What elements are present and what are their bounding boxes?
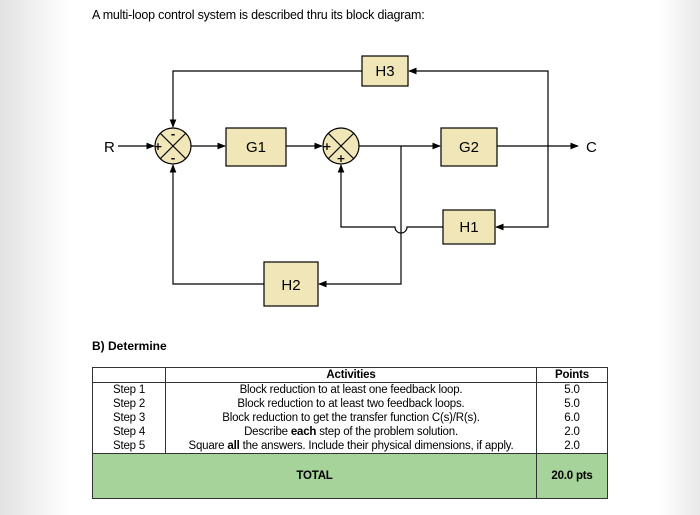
activity-cell: Block reduction to at least two feedback… <box>165 397 537 411</box>
loop-h3 <box>169 67 549 146</box>
summer2-sign-bottom: + <box>336 152 345 165</box>
points-cell: 2.0 <box>536 439 608 454</box>
loop-h1 <box>337 146 549 234</box>
step-cell: Step 4 <box>92 425 166 439</box>
block-h1: H1 <box>442 209 496 245</box>
total-label: TOTAL <box>92 453 537 499</box>
block-g2: G2 <box>440 127 498 167</box>
table-row: Step 3 Block reduction to get the transf… <box>92 411 608 425</box>
header-activities: Activities <box>165 367 537 383</box>
block-h2-label: H2 <box>281 277 300 294</box>
summing-junction-1: + - - <box>153 127 192 165</box>
header-points: Points <box>536 367 608 383</box>
points-cell: 2.0 <box>536 425 608 439</box>
table-header-row: Activities Points <box>92 367 608 383</box>
step-cell: Step 2 <box>92 397 166 411</box>
output-label-c: C <box>586 139 597 156</box>
activity-cell: Square all the answers. Include their ph… <box>165 439 537 454</box>
table-row: Step 4 Describe each step of the problem… <box>92 425 608 439</box>
block-g1-label: G1 <box>246 139 266 156</box>
points-cell: 6.0 <box>536 411 608 425</box>
input-label-r: R <box>104 139 115 156</box>
block-g1: G1 <box>225 127 287 167</box>
activity-cell: Block reduction to at least one feedback… <box>165 382 537 397</box>
total-row: TOTAL 20.0 pts <box>92 453 608 499</box>
activity-cell: Describe each step of the problem soluti… <box>165 425 537 439</box>
table-row: Step 1 Block reduction to at least one f… <box>92 382 608 397</box>
summing-junction-2: + + <box>322 127 360 165</box>
activities-table: Activities Points Step 1 Block reduction… <box>92 367 608 499</box>
loop-h2 <box>169 146 402 288</box>
summer2-sign-left: + <box>322 140 331 153</box>
step-cell: Step 5 <box>92 439 166 454</box>
block-h3: H3 <box>361 55 409 87</box>
block-diagram: H3 G1 G2 H1 H2 + - - <box>104 55 597 307</box>
points-cell: 5.0 <box>536 397 608 411</box>
intro-text: A multi-loop control system is described… <box>92 8 425 22</box>
right-shadow-edge <box>660 0 700 515</box>
left-shadow-edge <box>0 0 70 515</box>
points-cell: 5.0 <box>536 382 608 397</box>
section-title: B) Determine <box>92 339 167 353</box>
step-cell: Step 1 <box>92 382 166 397</box>
table-row: Step 2 Block reduction to at least two f… <box>92 397 608 411</box>
block-h3-label: H3 <box>375 63 394 80</box>
block-h1-label: H1 <box>459 219 478 236</box>
table-row: Step 5 Square all the answers. Include t… <box>92 439 608 454</box>
summer1-sign-top: - <box>171 128 176 141</box>
block-g2-label: G2 <box>459 139 479 156</box>
total-points: 20.0 pts <box>536 453 608 499</box>
activity-cell: Block reduction to get the transfer func… <box>165 411 537 425</box>
summer1-sign-bottom: - <box>171 152 176 165</box>
summer1-sign-left: + <box>153 140 162 153</box>
block-h2: H2 <box>263 261 319 307</box>
step-cell: Step 3 <box>92 411 166 425</box>
